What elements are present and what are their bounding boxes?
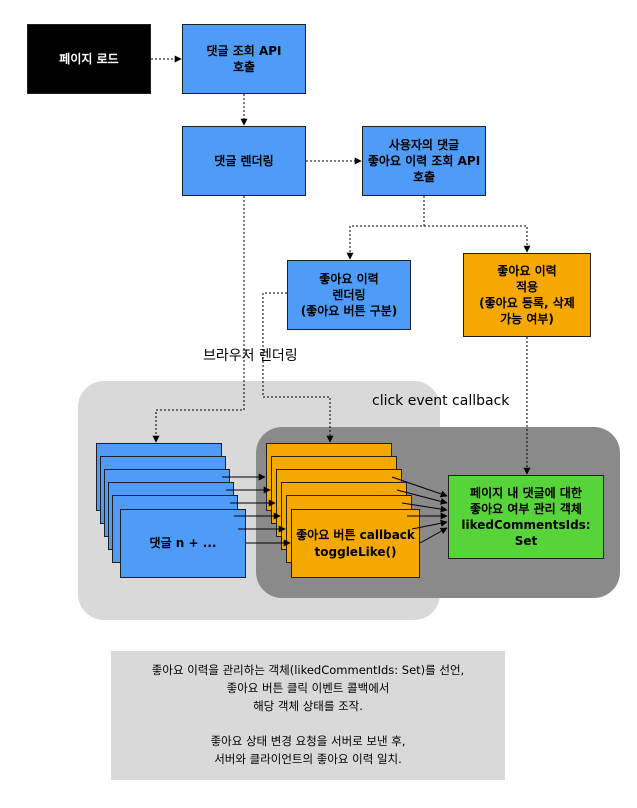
like-history-api-node: 사용자의 댓글 좋아요 이력 조회 API 호출 bbox=[362, 126, 486, 196]
like-history-render-node: 좋아요 이력 렌더링 (좋아요 버튼 구분) bbox=[287, 260, 411, 330]
arrow-like-api-branch-right bbox=[424, 225, 531, 253]
explanation-note: 좋아요 이력을 관리하는 객체(likedCommentIds: Set)를 선… bbox=[111, 651, 505, 780]
liked-set-node: 페이지 내 댓글에 대한 좋아요 여부 관리 객체 likedCommentsI… bbox=[448, 475, 604, 559]
click-event-callback-label: click event callback bbox=[372, 393, 510, 409]
comment-api-node: 댓글 조회 API 호출 bbox=[182, 24, 306, 94]
comment-render-node: 댓글 렌더링 bbox=[182, 126, 306, 196]
page-load-node: 페이지 로드 bbox=[27, 24, 151, 94]
comment-item-node: 댓글 n + ... bbox=[120, 509, 246, 578]
browser-rendering-label: 브라우저 렌더링 bbox=[203, 348, 298, 364]
like-history-apply-node: 좋아요 이력 적용 (좋아요 등록, 삭제 가능 여부) bbox=[463, 253, 591, 337]
like-callback-node: 좋아요 버튼 callback toggleLike() bbox=[291, 509, 420, 578]
arrow-like-api-branch bbox=[346, 196, 425, 260]
